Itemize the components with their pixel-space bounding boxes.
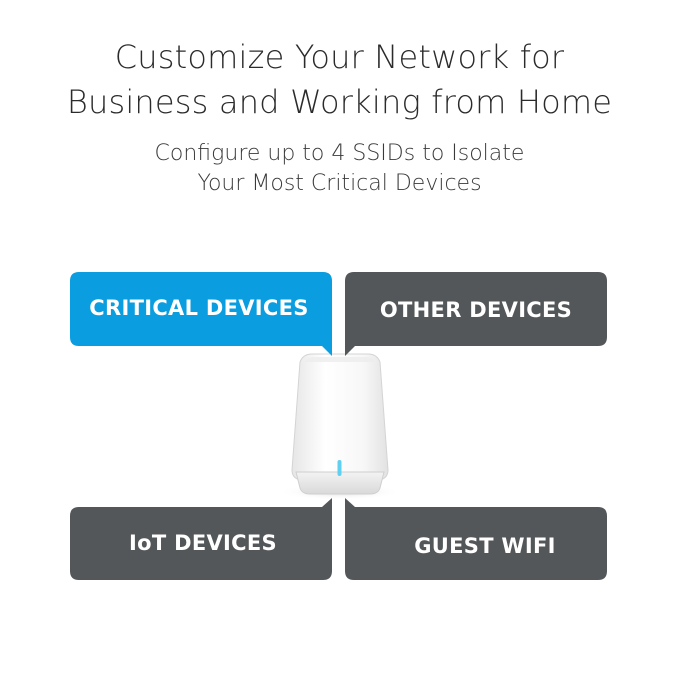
tag-guest-wifi-label: GUEST WIFI [414,534,556,558]
tag-iot-devices: IoT DEVICES [70,498,332,580]
headline-line-1: Customize Your Network for [114,38,565,76]
router-device [278,353,402,500]
headline-line-2: Business and Working from Home [66,83,613,121]
tag-critical-devices: CRITICAL DEVICES [70,272,332,356]
tag-other-devices-label: OTHER DEVICES [380,298,572,322]
tag-guest-wifi: GUEST WIFI [345,498,607,580]
subheadline-line-1: Configure up to 4 SSIDs to Isolate [154,141,525,166]
tag-iot-devices-label: IoT DEVICES [129,531,277,555]
tag-critical-devices-label: CRITICAL DEVICES [89,296,308,320]
router-status-led [337,460,342,476]
tag-other-devices: OTHER DEVICES [345,272,607,356]
subheadline-line-2: Your Most Critical Devices [197,171,482,196]
